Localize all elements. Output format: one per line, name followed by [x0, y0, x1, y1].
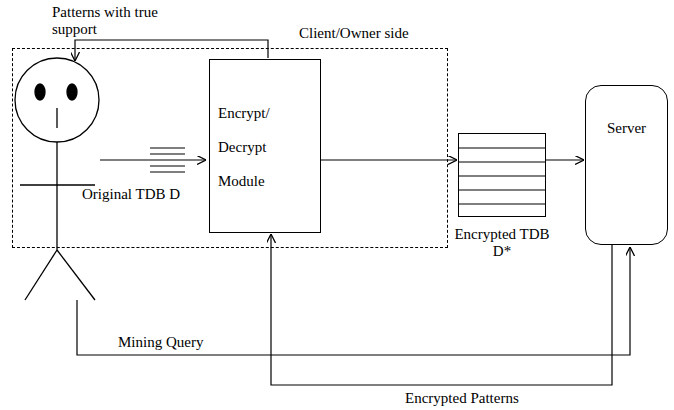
- table-rows: [459, 134, 545, 216]
- server-box: Server: [585, 85, 668, 245]
- flow-label: Patterns with true support: [50, 4, 166, 38]
- database-stack: Encrypted TDB D*: [458, 133, 546, 217]
- connector: [546, 159, 584, 160]
- node-label: Encrypt/ Decrypt Module: [218, 96, 298, 198]
- client-region: Client/Owner sideEncrypt/ Decrypt Module: [12, 48, 448, 248]
- connector: [321, 159, 457, 160]
- edge-label: Encrypted Patterns: [403, 390, 521, 407]
- module-box: Encrypt/ Decrypt Module: [209, 59, 321, 233]
- flow-label: Mining Query: [116, 334, 205, 351]
- node-label: Server: [590, 120, 663, 137]
- connector: [271, 234, 612, 385]
- node-label: Client/Owner side: [297, 25, 411, 42]
- stick-figure: [15, 58, 99, 300]
- node-label: Encrypted TDB D*: [449, 226, 555, 260]
- data-flow-lines: [75, 40, 630, 355]
- flow-label: Original TDB D: [80, 186, 182, 203]
